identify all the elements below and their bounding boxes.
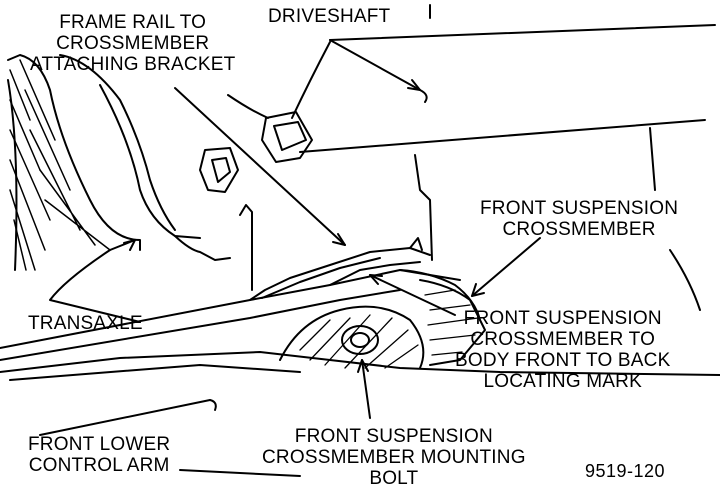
label-line: CROSSMEMBER xyxy=(502,219,656,240)
label-mounting-bolt: FRONT SUSPENSION CROSSMEMBER MOUNTING BO… xyxy=(262,426,526,489)
label-line: CONTROL ARM xyxy=(28,455,170,476)
label-line: FRONT SUSPENSION xyxy=(463,308,662,329)
label-front-lower-control-arm: FRONT LOWER CONTROL ARM xyxy=(28,434,170,476)
body-floor-lines xyxy=(299,4,716,311)
label-line: FRONT SUSPENSION xyxy=(480,198,679,219)
label-line: LOCATING MARK xyxy=(483,371,642,392)
label-line: CROSSMEMBER MOUNTING xyxy=(262,447,526,468)
label-locating-mark: FRONT SUSPENSION CROSSMEMBER TO BODY FRO… xyxy=(455,308,670,392)
label-driveshaft: DRIVESHAFT xyxy=(268,6,391,27)
leader-lines xyxy=(39,39,541,477)
figure-number: 9519-120 xyxy=(585,461,666,481)
driveshaft xyxy=(199,41,331,193)
label-line: ATTACHING BRACKET xyxy=(30,54,236,75)
label-line: FRAME RAIL TO xyxy=(59,12,207,33)
label-line: FRONT SUSPENSION xyxy=(294,426,493,447)
label-front-suspension-crossmember: FRONT SUSPENSION CROSSMEMBER xyxy=(480,198,678,240)
label-transaxle: TRANSAXLE xyxy=(28,313,143,334)
frame-rail xyxy=(59,54,433,291)
label-line: FRONT LOWER xyxy=(28,434,171,455)
label-line: BOLT xyxy=(369,468,419,489)
label-frame-rail-bracket: FRAME RAIL TO CROSSMEMBER ATTACHING BRAC… xyxy=(30,12,235,75)
transaxle-housing xyxy=(7,54,141,271)
label-line: CROSSMEMBER TO xyxy=(470,329,656,350)
mounting-bolt xyxy=(341,325,379,355)
label-line: BODY FRONT TO BACK xyxy=(455,350,671,371)
label-line: CROSSMEMBER xyxy=(56,33,210,54)
